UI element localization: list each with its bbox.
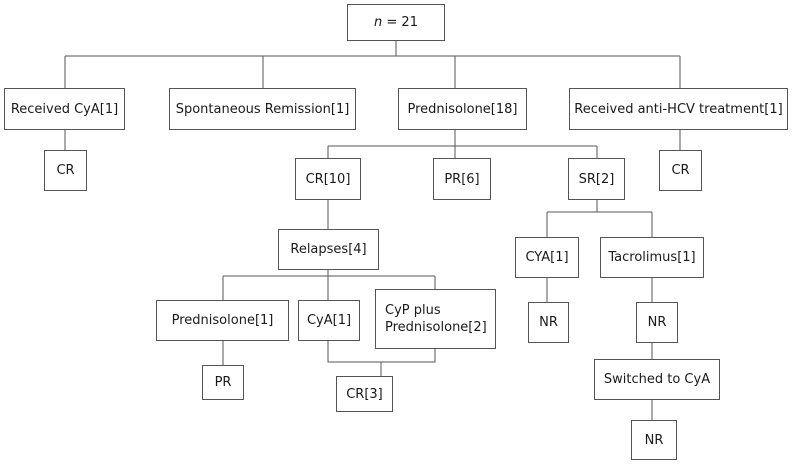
node-received-cya: Received CyA[1] xyxy=(4,88,125,130)
cyp-label-line-2: Prednisolone[2] xyxy=(385,320,487,335)
node-cr-anti-hcv: CR xyxy=(659,150,702,191)
node-tacrolimus-1: Tacrolimus[1] xyxy=(600,237,704,278)
cyp-label: CyP plus Prednisolone[2] xyxy=(385,302,487,336)
connector-root-to-level1 xyxy=(64,41,681,88)
node-nr-cya: NR xyxy=(528,302,569,343)
node-cya-1-sr: CYA[1] xyxy=(515,237,579,278)
node-pr-6: PR[6] xyxy=(433,158,491,200)
node-relapses-4: Relapses[4] xyxy=(278,229,379,270)
node-cr-10: CR[10] xyxy=(295,158,361,200)
root-count: = 21 xyxy=(382,15,418,30)
node-prednisolone-18: Prednisolone[18] xyxy=(398,88,527,130)
node-cyp-plus-prednisolone-2: CyP plus Prednisolone[2] xyxy=(375,289,496,349)
node-cr-cya: CR xyxy=(44,150,87,191)
node-cr-3: CR[3] xyxy=(336,376,393,412)
node-nr-final: NR xyxy=(631,420,677,460)
node-spontaneous-remission: Spontaneous Remission[1] xyxy=(169,88,356,130)
node-pr: PR xyxy=(202,365,244,400)
connector-pred18-to-outcomes xyxy=(327,130,598,158)
cyp-label-line-1: CyP plus xyxy=(385,303,441,318)
node-cya-1-relapse: CyA[1] xyxy=(298,300,360,341)
root-node: n = 21 xyxy=(347,4,445,41)
node-switched-to-cya: Switched to CyA xyxy=(594,359,720,400)
connector-relapses-to-treatments xyxy=(222,270,436,300)
node-sr-2: SR[2] xyxy=(568,158,625,200)
root-variable: n xyxy=(374,15,383,30)
node-nr-tacrolimus: NR xyxy=(636,302,678,343)
node-prednisolone-1: Prednisolone[1] xyxy=(156,300,289,341)
connector-sr2-to-treatments xyxy=(546,200,653,237)
node-received-anti-hcv: Received anti-HCV treatment[1] xyxy=(569,88,788,130)
connector-cya-cyp-to-cr3 xyxy=(327,341,436,376)
